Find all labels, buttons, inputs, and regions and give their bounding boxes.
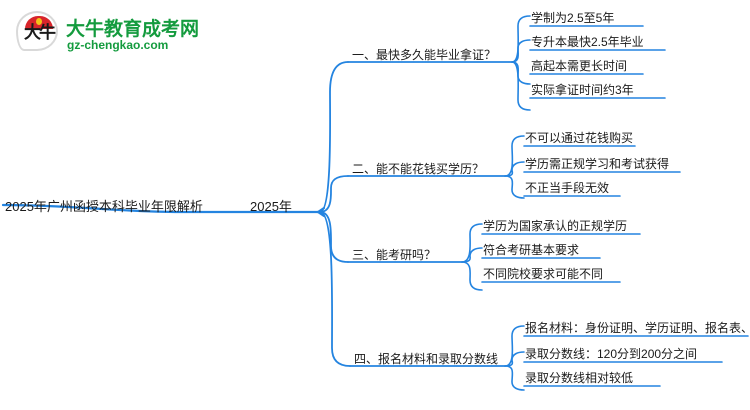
node-leaf-4-3-label: 录取分数线相对较低 [525, 371, 634, 385]
logo-title: 大牛教育成考网 [66, 19, 200, 40]
node-branch-1[interactable]: 一、最快多久能毕业拿证？ [352, 46, 496, 63]
node-center-label: 2025年 [250, 199, 292, 214]
node-leaf-1-1[interactable]: 学制为2.5至5年 [531, 9, 614, 26]
logo-url: gz-chengkao.com [67, 38, 169, 52]
node-leaf-1-1-label: 学制为2.5至5年 [531, 11, 615, 25]
node-leaf-3-2[interactable]: 符合考研基本要求 [483, 241, 579, 258]
node-branch-2-label: 二、能不能花钱买学历？ [352, 162, 485, 176]
node-leaf-3-3[interactable]: 不同院校要求可能不同 [483, 265, 603, 282]
edge-branch-1-leaf-4 [511, 61, 531, 111]
node-leaf-4-3[interactable]: 录取分数线相对较低 [525, 369, 633, 386]
logo-arc-icon [25, 16, 53, 29]
node-branch-4[interactable]: 四、报名材料和录取分数线 [354, 350, 498, 367]
node-leaf-1-2-label: 专升本最快2.5年毕业 [531, 35, 644, 49]
node-leaf-2-1-label: 不可以通过花钱购买 [525, 131, 634, 145]
node-leaf-4-1[interactable]: 报名材料：身份证明、学历证明、报名表、照片 [525, 319, 750, 336]
node-center[interactable]: 2025年 [250, 196, 292, 215]
edge-branch-1-leaf-1 [511, 15, 531, 63]
edge-center-to-branch-2 [319, 175, 349, 213]
edge-branch-4-leaf-2 [504, 351, 525, 367]
site-logo: 大牛 大牛教育成考网 gz-chengkao.com [16, 8, 216, 56]
node-leaf-2-2[interactable]: 学历需正规学习和考试获得 [525, 155, 669, 172]
node-branch-1-label: 一、最快多久能毕业拿证？ [352, 48, 497, 62]
edge-branch-2-leaf-1 [504, 135, 525, 177]
edge-branch-3-leaf-3 [461, 261, 483, 291]
edge-branch-1-leaf-2 [511, 39, 531, 63]
node-root-label: 2025年广州函授本科毕业年限解析 [5, 199, 203, 214]
node-branch-3[interactable]: 三、能考研吗？ [352, 246, 436, 263]
edge-branch-2-leaf-2 [504, 161, 525, 177]
edge-center-to-branch-1 [319, 61, 349, 213]
node-leaf-4-1-label: 报名材料：身份证明、学历证明、报名表、照片 [525, 321, 750, 335]
node-leaf-1-4-label: 实际拿证时间约3年 [531, 83, 634, 97]
node-leaf-3-1-label: 学历为国家承认的正规学历 [483, 219, 628, 233]
node-leaf-2-3[interactable]: 不正当手段无效 [525, 179, 609, 196]
node-leaf-1-2[interactable]: 专升本最快2.5年毕业 [531, 33, 644, 50]
node-leaf-2-2-label: 学历需正规学习和考试获得 [525, 157, 670, 171]
edge-root-arrow-a [316, 206, 326, 214]
node-leaf-3-1[interactable]: 学历为国家承认的正规学历 [483, 217, 627, 234]
node-branch-2[interactable]: 二、能不能花钱买学历？ [352, 160, 484, 177]
node-leaf-1-4[interactable]: 实际拿证时间约3年 [531, 81, 634, 98]
edge-branch-2-leaf-3 [504, 175, 525, 199]
edge-branch-1-leaf-3 [511, 61, 531, 85]
node-root[interactable]: 2025年广州函授本科毕业年限解析 [5, 196, 203, 215]
edge-root-arrow-b [316, 210, 326, 218]
node-leaf-2-3-label: 不正当手段无效 [525, 181, 610, 195]
node-leaf-3-3-label: 不同院校要求可能不同 [483, 267, 604, 281]
edge-center-to-branch-3 [319, 211, 349, 263]
edge-branch-4-leaf-1 [504, 325, 525, 367]
logo-mark-text: 大牛 [24, 23, 56, 42]
node-leaf-1-3-label: 高起本需更长时间 [531, 59, 628, 73]
node-branch-3-label: 三、能考研吗？ [352, 248, 437, 262]
logo-bubble-icon: 大牛 [16, 11, 58, 51]
edge-branch-4-leaf-3 [504, 365, 525, 391]
node-leaf-1-3[interactable]: 高起本需更长时间 [531, 57, 627, 74]
edge-branch-3-leaf-2 [461, 247, 483, 263]
node-branch-4-label: 四、报名材料和录取分数线 [354, 352, 499, 366]
edge-center-to-branch-4 [319, 211, 351, 367]
node-leaf-3-2-label: 符合考研基本要求 [483, 243, 580, 257]
edge-branch-3-leaf-1 [461, 223, 483, 263]
node-leaf-2-1[interactable]: 不可以通过花钱购买 [525, 129, 633, 146]
node-leaf-4-2[interactable]: 录取分数线：120分到200分之间 [525, 345, 697, 362]
node-leaf-4-2-label: 录取分数线：120分到200分之间 [525, 347, 698, 361]
